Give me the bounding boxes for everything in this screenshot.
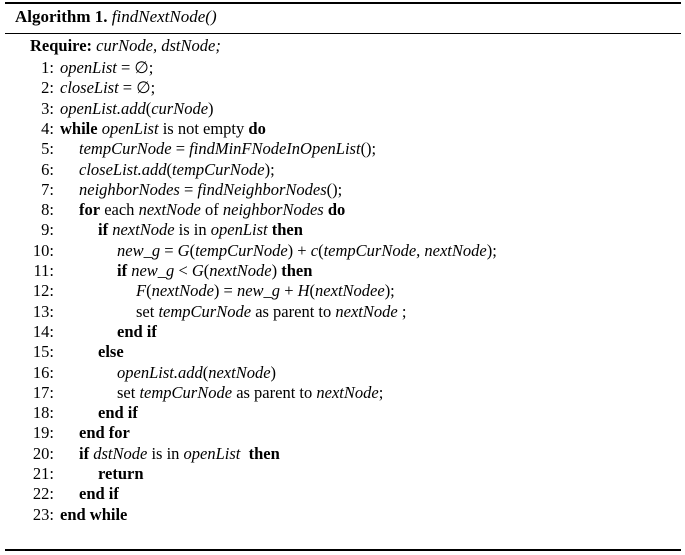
line-number: 16: [32, 362, 54, 382]
require-keyword: Require: [30, 36, 93, 55]
algorithm-label: Algorithm 1. [15, 7, 108, 26]
algorithm-line: 16: openList.add(nextNode) [5, 363, 276, 383]
title-rule [5, 33, 681, 34]
line-number: 23: [32, 504, 54, 524]
line-code: if new_g < G(nextNode) then [117, 261, 313, 280]
line-code: set tempCurNode as parent to nextNode ; [136, 301, 407, 321]
algorithm-line: 21: return [5, 464, 144, 484]
line-code: F(nextNode) = new_g + H(nextNodee); [136, 281, 395, 301]
algorithm-line: 12: F(nextNode) = new_g + H(nextNodee); [5, 281, 395, 301]
algorithm-line: 8: for each nextNode of neighborNodes do [5, 200, 345, 220]
line-code: set tempCurNode as parent to nextNode; [117, 382, 384, 402]
line-number: 21: [32, 464, 54, 483]
line-number: 19: [32, 423, 54, 443]
line-number: 4: [41, 118, 54, 138]
line-number: 9: [41, 220, 54, 240]
algorithm-line: 6: closeList.add(tempCurNode); [5, 160, 275, 180]
bottom-rule [5, 549, 681, 551]
line-number: 18: [32, 403, 54, 423]
line-code: if nextNode is in openList then [98, 220, 303, 240]
line-code: end if [79, 484, 119, 504]
line-code: end if [117, 321, 157, 341]
algorithm-line: 3: openList.add(curNode) [5, 98, 214, 119]
line-code: return [98, 464, 144, 483]
line-number: 6: [41, 159, 54, 179]
line-number: 1: [41, 58, 54, 77]
line-code: openList = ∅; [60, 58, 154, 77]
line-number: 17: [32, 382, 54, 402]
line-number: 8: [41, 200, 54, 220]
algorithm-line: 14: end if [5, 322, 157, 342]
top-rule [5, 2, 681, 4]
line-number: 10: [32, 240, 54, 260]
algorithm-line: 17: set tempCurNode as parent to nextNode… [5, 383, 383, 403]
algorithm-line: 18: end if [5, 403, 138, 423]
line-number: 22: [32, 484, 54, 504]
line-code: end for [79, 423, 130, 443]
line-number: 14: [32, 321, 54, 341]
line-code: new_g = G(tempCurNode) + c(tempCurNode, … [117, 240, 497, 260]
algorithm-line: 11: if new_g < G(nextNode) then [5, 261, 313, 281]
line-code: while openList is not empty do [60, 118, 266, 138]
line-number: 20: [32, 443, 54, 463]
algorithm-line: 15: else [5, 342, 124, 362]
line-number: 12: [32, 281, 54, 301]
algorithm-title: Algorithm 1. findNextNode() [15, 7, 217, 27]
algorithm-line: 10: new_g = G(tempCurNode) + c(tempCurNod… [5, 241, 497, 261]
line-code: else [98, 342, 124, 362]
algorithm-line: 19: end for [5, 423, 130, 443]
require-args: curNode, dstNode; [96, 36, 221, 55]
line-number: 15: [32, 342, 54, 362]
line-code: end if [98, 403, 138, 423]
line-number: 5: [41, 139, 54, 159]
line-code: for each nextNode of neighborNodes do [79, 200, 346, 220]
line-code: closeList = ∅; [60, 78, 156, 98]
algorithm-line: 22: end if [5, 484, 119, 504]
algorithm-line: 4: while openList is not empty do [5, 119, 266, 139]
algorithm-line: 1: openList = ∅; [5, 58, 153, 78]
line-code: closeList.add(tempCurNode); [79, 159, 275, 179]
line-code: if dstNode is in openList then [79, 443, 280, 463]
algorithm-line: 7: neighborNodes = findNeighborNodes(); [5, 180, 342, 200]
line-number: 11: [33, 261, 54, 280]
algorithm-name: findNextNode() [111, 7, 217, 26]
line-number: 7: [41, 179, 54, 199]
line-code: openList.add(nextNode) [117, 362, 277, 382]
algorithm-line: 2: closeList = ∅; [5, 78, 155, 98]
algorithm-line: 13: set tempCurNode as parent to nextNode… [5, 301, 407, 322]
line-number: 13: [32, 301, 54, 321]
algorithm-line: 23: end while [5, 505, 127, 525]
require-line: Require: curNode, dstNode; [30, 36, 221, 56]
algorithm-block: Algorithm 1. findNextNode() Require: cur… [5, 2, 681, 551]
line-number: 3: [41, 98, 54, 118]
line-code: tempCurNode = findMinFNodeInOpenList(); [79, 139, 377, 159]
line-number: 2: [41, 78, 54, 98]
algorithm-line: 5: tempCurNode = findMinFNodeInOpenList()… [5, 139, 376, 159]
line-code: end while [60, 504, 128, 524]
algorithm-line: 20: if dstNode is in openList then [5, 444, 280, 464]
line-code: openList.add(curNode) [60, 98, 214, 118]
line-code: neighborNodes = findNeighborNodes(); [79, 179, 343, 199]
algorithm-line: 9: if nextNode is in openList then [5, 220, 303, 240]
